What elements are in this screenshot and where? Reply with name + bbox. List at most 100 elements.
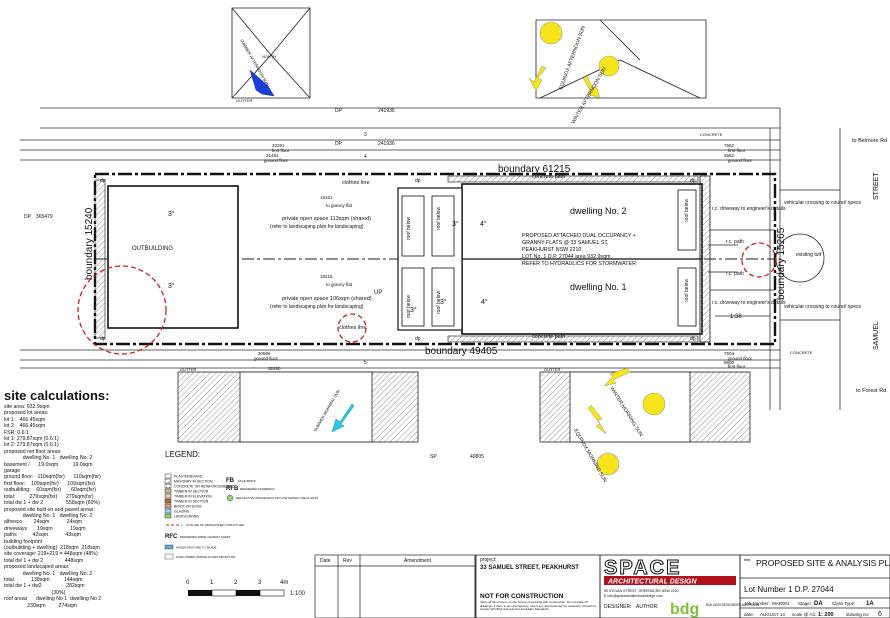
sun-path-label: EQUINOX AFTERNOON SUN: [558, 25, 587, 91]
calc-line: basement / 19.0sqm 19.0sqm: [4, 461, 93, 468]
concrete-label: CONCRETE: [790, 350, 813, 355]
samuel-label: SAMUEL: [873, 321, 880, 350]
svg-text:E info@spacearchitecturaldesig: E info@spacearchitecturaldesign.com: [604, 594, 663, 598]
svg-text:TIMBER IN SECTION: TIMBER IN SECTION: [174, 490, 209, 494]
svg-text:MASONRY IN SECTION: MASONRY IN SECTION: [174, 480, 213, 484]
legend-title: LEGEND:: [165, 450, 200, 459]
svg-text:PEAKHURST NSW 2210: PEAKHURST NSW 2210: [522, 247, 581, 253]
svg-text:REFLECTIVE INDIGENOUS OR LOW W: REFLECTIVE INDIGENOUS OR LOW WATER USE P…: [236, 496, 318, 500]
calc-line: dwelling No. 1 dwelling No. 2: [4, 512, 93, 519]
to-forest-label: to Forest Rd: [856, 388, 886, 394]
dp-marker: dp: [690, 178, 696, 184]
concrete-label: CONCRETE: [700, 132, 723, 137]
proposal-text: PROPOSED ATTACHED DUAL OCCUPANCY + GRANN…: [522, 233, 636, 267]
dp-label: DP: [335, 108, 343, 114]
calc-line: ground floor: 110sqm(fsr) 110sqm(fsr): [4, 474, 101, 481]
rc-driveway-label: r.c. driveway to engineer's details: [712, 300, 786, 306]
svg-text:1: 200: 1: 200: [818, 612, 834, 618]
first-floor-label: first floor: [728, 148, 746, 153]
roof-below-label: roof below: [436, 207, 442, 230]
calc-line: roof areas dwelling No 1 dwelling No 2: [4, 596, 102, 603]
dimension: 31481: [266, 153, 279, 158]
roof-below-label: roof below: [684, 199, 690, 222]
demolition-markers: [77, 242, 777, 355]
calc-line: 230sqm 274sqm: [4, 602, 77, 609]
dwelling-2-label: dwelling No. 2: [570, 206, 627, 216]
legend-rfb: RFB: [226, 486, 239, 492]
outbuilding: [107, 185, 239, 329]
dimension: 7662: [724, 143, 735, 148]
calc-line: outbuilding: 60sqm(fsr) 60sqm(fsr): [4, 487, 96, 494]
private-space-top-note: (refer to landscaping plan for landscapi…: [270, 224, 364, 230]
bdg-logo: bdg: [670, 601, 699, 618]
title-block: [475, 554, 890, 618]
fall-label: 3°: [440, 298, 447, 306]
svg-text:BRICK ON EDGE: BRICK ON EDGE: [174, 505, 202, 509]
west-boundary: boundary 15240: [84, 207, 95, 280]
calc-line: lot 1: 279.87sqm (0.6:1): [4, 436, 59, 443]
site-calculations: site calculations: site area: 932.9sqm pr…: [4, 388, 154, 609]
dimension: 7504: [724, 351, 735, 356]
svg-text:scale @ A3:: scale @ A3:: [792, 612, 816, 617]
gutter-label: GUTTER: [236, 98, 253, 103]
svg-text:TIMBER IN SECTION: TIMBER IN SECTION: [174, 500, 209, 504]
calc-line: garage: [4, 468, 21, 475]
title-block-notes: Verify all dimensions on site before pro…: [480, 600, 597, 612]
neighbour-north-left: [231, 7, 311, 99]
ground-floor-label: ground floor: [264, 158, 289, 163]
rc-path-label: r.c. path: [726, 271, 744, 277]
svg-text:1:100: 1:100: [290, 591, 306, 597]
east-boundary: boundary 15265: [776, 227, 787, 300]
up-label: UP: [374, 290, 382, 296]
dimension: 32250: [268, 366, 281, 371]
site-calculations-title: site calculations:: [4, 388, 110, 403]
private-space-top: private open space 113sqm (shared): [282, 216, 371, 222]
slope-label: 1:38: [730, 314, 742, 320]
vehicular-crossing-label: vehicular crossing to council specs: [784, 200, 861, 206]
svg-text:drawing no:: drawing no:: [846, 612, 869, 617]
calc-line: proposed site built on and paved areas:: [4, 506, 95, 513]
ground-floor-label: ground floor: [728, 158, 753, 163]
first-floor-label: first floor: [728, 364, 746, 369]
svg-text:0: 0: [186, 580, 190, 586]
lot-number: 3: [364, 132, 367, 138]
north-arrow-icon: [249, 69, 275, 97]
clothes-line-label: clothes line: [342, 180, 370, 186]
legend-fb: FB: [226, 478, 235, 484]
sun-icon: [539, 21, 666, 476]
svg-text:FACE BRICK: FACE BRICK: [238, 479, 256, 483]
dp-number: 241936: [378, 108, 395, 114]
north-label: NORTH: [262, 54, 276, 59]
svg-text:BUILDING DESIGNERS AUSTRALIA: BUILDING DESIGNERS AUSTRALIA: [706, 603, 760, 607]
roof-below-label: roof below: [684, 279, 690, 302]
calc-line: total: 279sqm(fsr) 279sqm(fsr): [4, 493, 94, 500]
rc-driveway-label: r.c. driveway to engineer's details: [712, 206, 786, 212]
street-lines: [20, 107, 841, 410]
calc-line: site area: 932.9sqm: [4, 404, 50, 410]
private-space-bottom: private open space 106sqm (shared): [282, 296, 372, 302]
svg-text:Class Type:: Class Type:: [832, 601, 855, 606]
dwelling-1-label: dwelling No. 1: [570, 282, 627, 292]
calc-line: total 138sqm 144sqm: [4, 576, 83, 583]
dp-marker: dp: [415, 336, 421, 342]
dp-label: DP: [24, 214, 32, 220]
svg-text:Stage:: Stage:: [798, 601, 811, 606]
svg-text:GLAZING: GLAZING: [174, 510, 190, 514]
calc-line: site coverage: 219+219 = 448sqm (48%): [4, 551, 98, 558]
sp-label: SP: [430, 454, 437, 460]
clothes-line-label: clothes line: [339, 325, 367, 331]
svg-text:HARD WIRED SMOKE ALARM DETECTO: HARD WIRED SMOKE ALARM DETECTOR: [176, 555, 236, 559]
project-address: 33 SAMUEL STREET, PEAKHURST: [480, 565, 579, 571]
svg-text:RENDERED FIBRE CEMENT SHEET: RENDERED FIBRE CEMENT SHEET: [180, 535, 231, 539]
to-belmore-label: to Belmore Rd: [852, 138, 887, 144]
svg-text:date:: date:: [744, 612, 754, 617]
svg-text:PROPOSED ATTACHED DUAL OCCUPAN: PROPOSED ATTACHED DUAL OCCUPANCY +: [522, 233, 636, 239]
svg-text:Job Number:: Job Number:: [744, 601, 770, 606]
revision-date-header: Date: [320, 558, 331, 564]
street-label: STREET: [873, 172, 880, 200]
fall-label: 4°: [481, 298, 488, 306]
ground-floor-label: ground floor: [728, 356, 753, 361]
drawing-title: PROPOSED SITE & ANALYSIS PLAN: [756, 558, 890, 568]
svg-text:TIMBER IN ELEVATION: TIMBER IN ELEVATION: [174, 495, 212, 499]
